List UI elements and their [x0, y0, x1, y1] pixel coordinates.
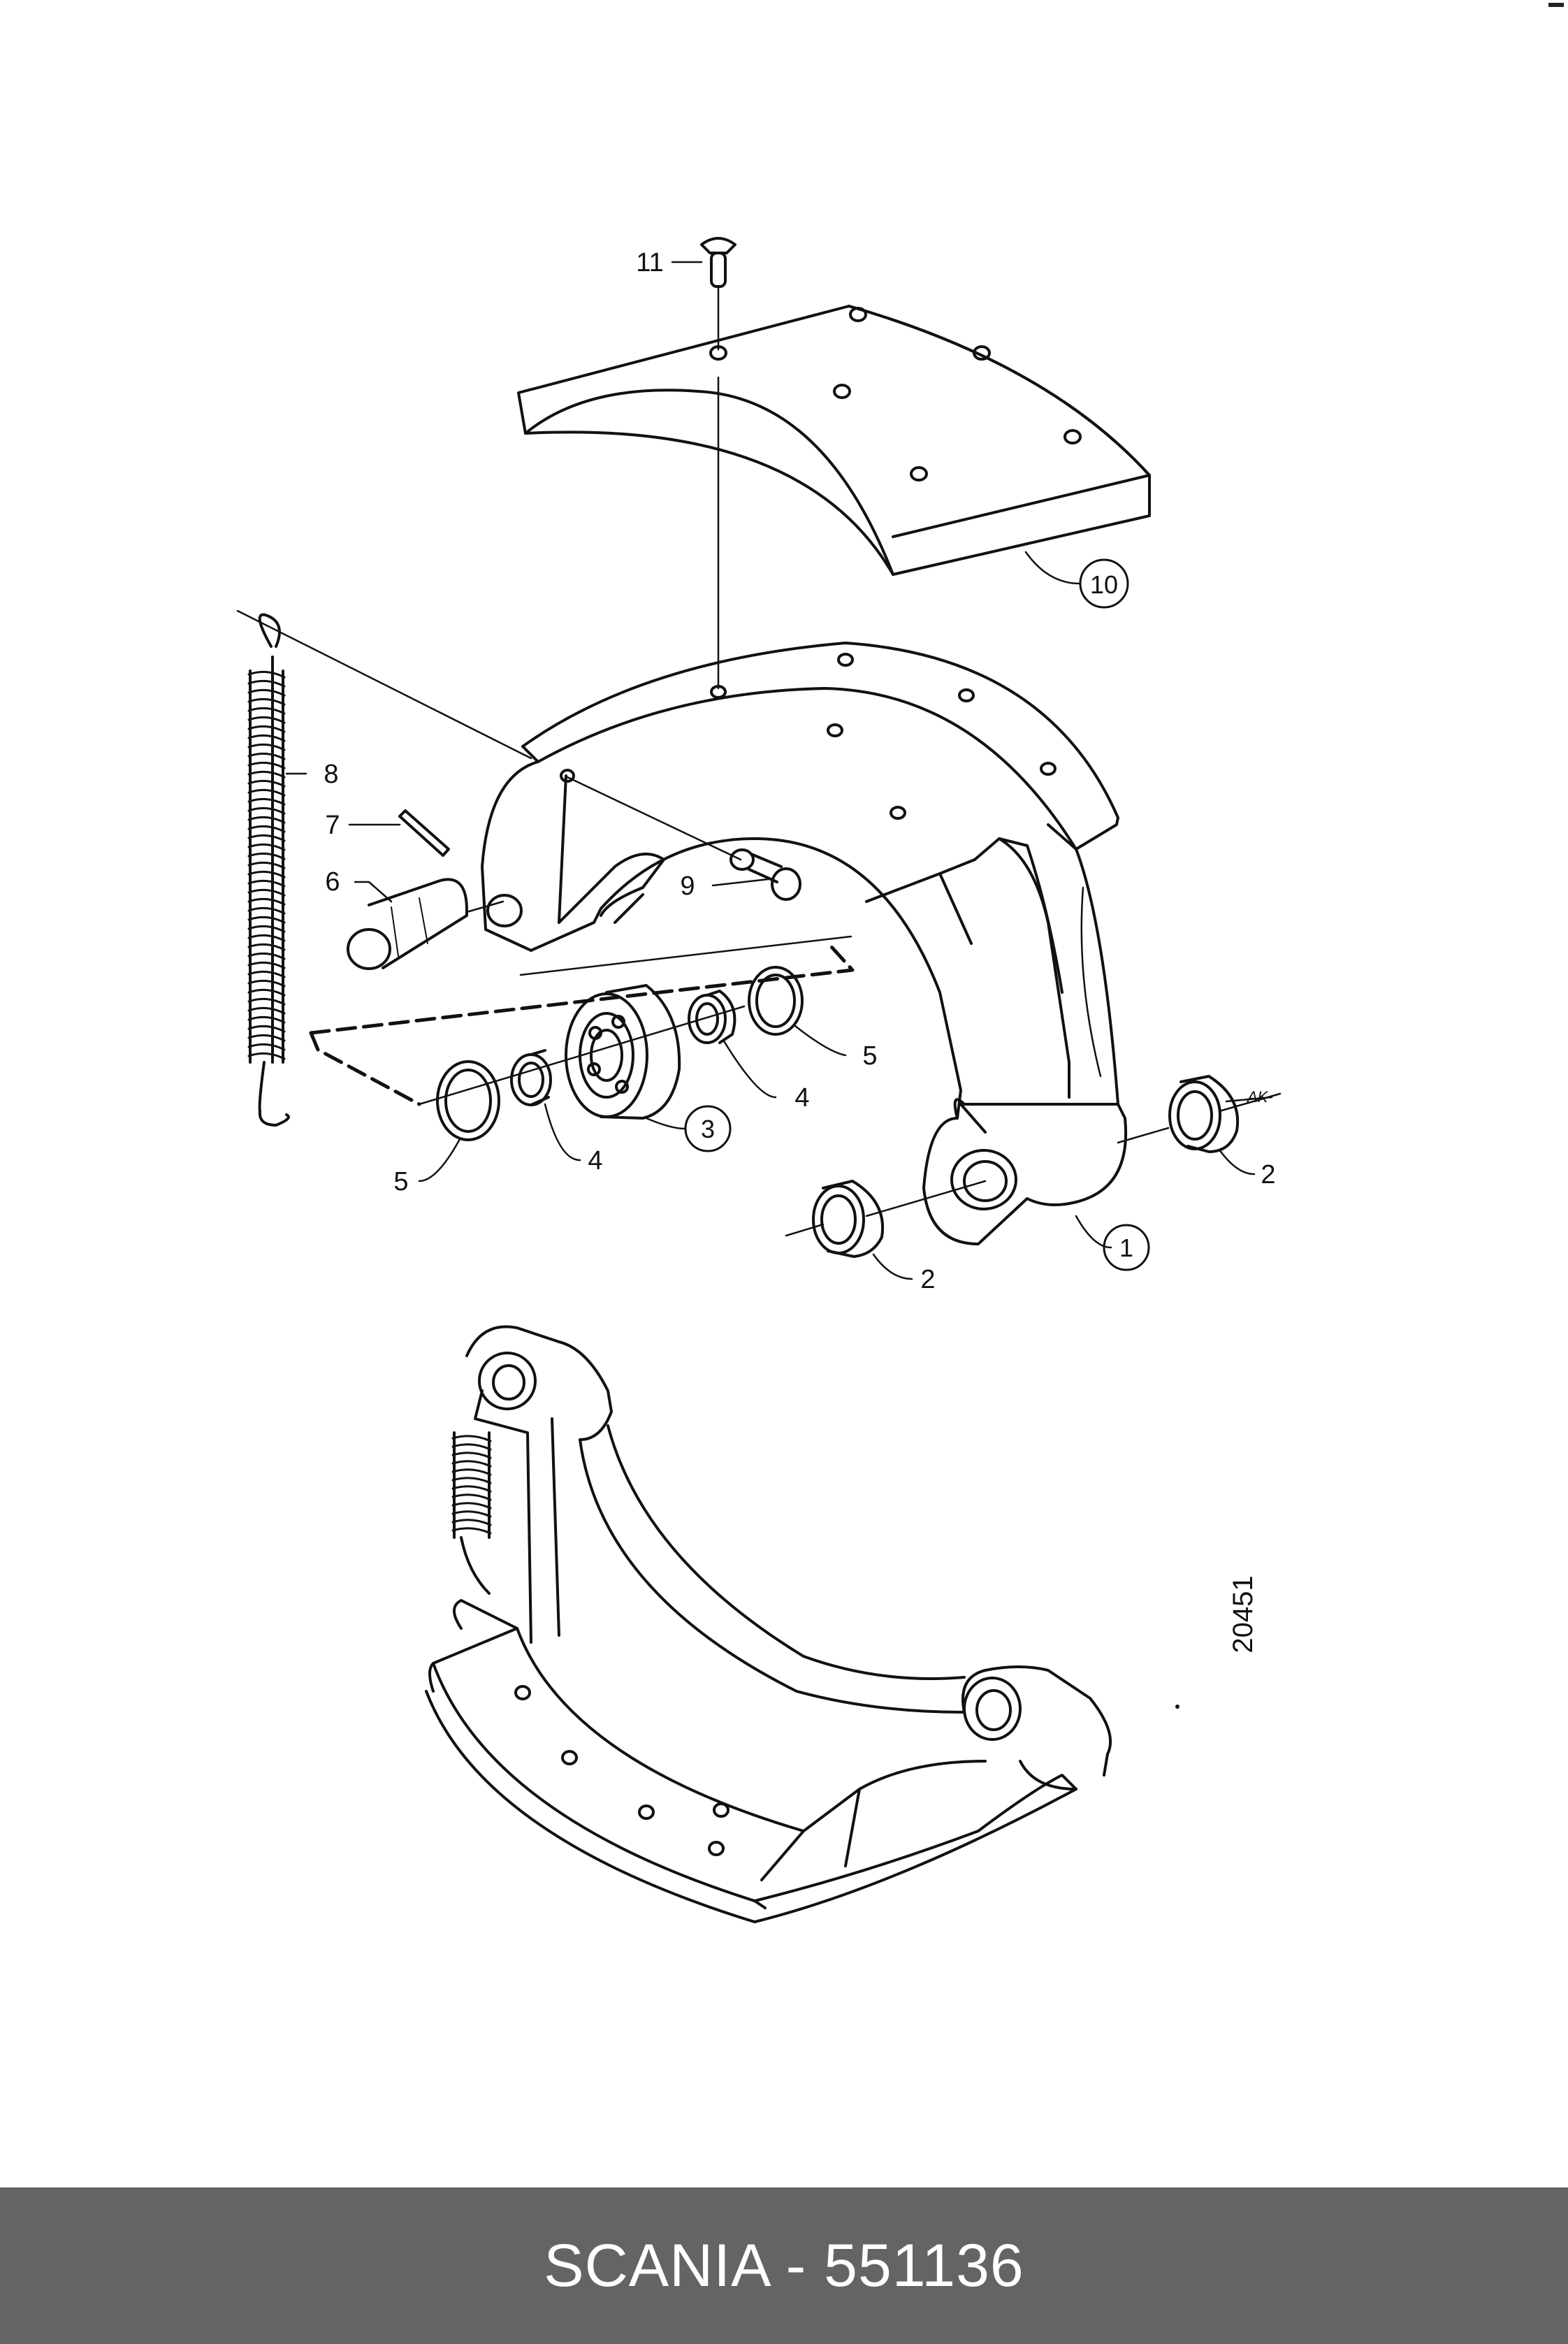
ring-right: [748, 966, 804, 1036]
annotation-ak: AK: [1246, 1088, 1269, 1106]
pivot-axis-line: [785, 1092, 1282, 1237]
callout-4-left: 4: [588, 1146, 602, 1175]
brake-shoe-part: [481, 642, 1128, 1245]
bushing-left: [510, 1049, 552, 1106]
stray-dot: [1175, 1705, 1179, 1709]
brake-lining-part: [517, 305, 1151, 576]
corner-mark: [1548, 3, 1564, 7]
callout-9: 9: [680, 871, 695, 901]
callout-6: 6: [325, 867, 340, 897]
callout-11: 11: [636, 248, 663, 277]
callout-5-left: 5: [393, 1167, 408, 1196]
callout-3: 3: [701, 1115, 715, 1143]
callout-circles: [684, 558, 1150, 1271]
pin-part: [398, 809, 450, 857]
pivot-bushing-rear: [1168, 1075, 1240, 1153]
callout-4-right: 4: [794, 1083, 809, 1113]
exploded-parts-diagram: 11 10 8 7 6 9 5 4 3 4 5 1 2 2 AK 20451: [236, 237, 1282, 1923]
callout-5-right: 5: [862, 1041, 877, 1071]
callout-10: 10: [1090, 570, 1118, 599]
footer-bar: SCANIA - 551136: [0, 2187, 1568, 2344]
bushing-right: [688, 990, 736, 1044]
callout-2-rear: 2: [1261, 1160, 1275, 1189]
callout-2-front: 2: [920, 1265, 935, 1294]
drawing-number: 20451: [1228, 1575, 1258, 1653]
stud-part: [729, 848, 801, 901]
callout-7: 7: [325, 811, 340, 840]
return-spring-part: [247, 613, 290, 1127]
callout-8: 8: [324, 760, 338, 789]
callout-1: 1: [1119, 1234, 1133, 1262]
roller-part: [347, 878, 504, 970]
rivet-part: [700, 237, 736, 288]
ball-bearing-part: [565, 984, 681, 1120]
leader-lines: [285, 261, 1273, 1280]
assembled-brake-shoe: [425, 1325, 1112, 1923]
ring-left: [436, 1060, 500, 1141]
footer-title: SCANIA - 551136: [544, 2231, 1024, 2299]
spring-axis-line: [236, 609, 742, 861]
pivot-bushing-front: [812, 1180, 884, 1258]
